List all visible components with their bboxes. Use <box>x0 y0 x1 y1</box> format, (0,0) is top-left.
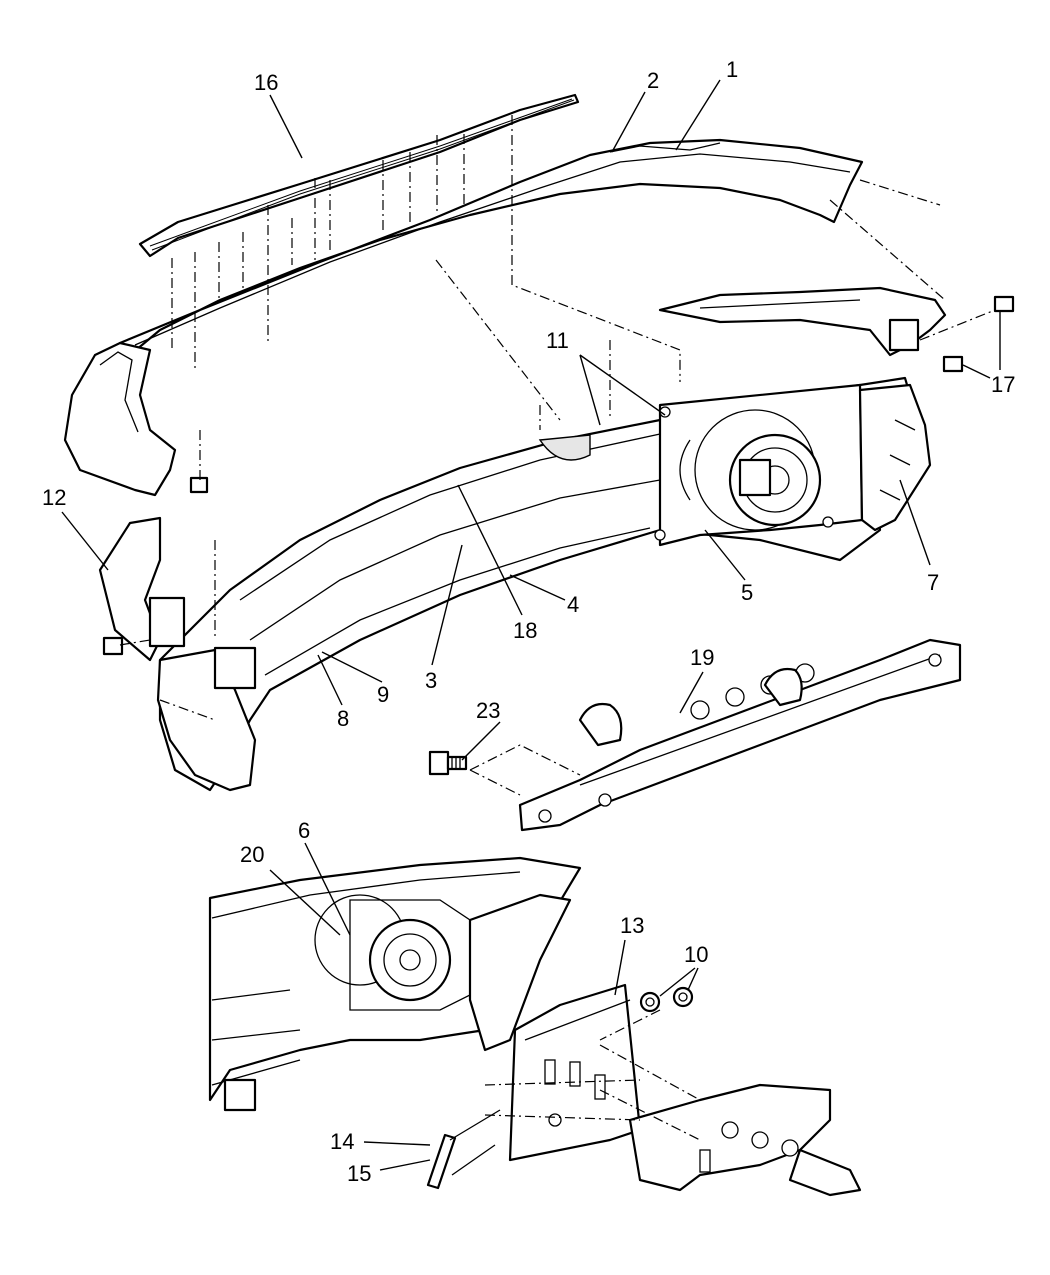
leader-20 <box>269 869 341 936</box>
callout-4: 4 <box>567 592 579 617</box>
leader-2 <box>611 91 646 153</box>
callout-9: 9 <box>377 682 389 707</box>
callout-5: 5 <box>741 580 753 605</box>
callout-23: 23 <box>476 698 500 723</box>
callout-10: 10 <box>684 942 708 967</box>
leader-10b <box>687 967 699 991</box>
callout-19: 19 <box>690 645 714 670</box>
callout-6: 6 <box>298 818 310 843</box>
leader-3 <box>431 544 463 666</box>
part-23-bolt <box>428 750 468 776</box>
callout-12: 12 <box>42 485 66 510</box>
callout-1: 1 <box>726 57 738 82</box>
callout-7: 7 <box>927 570 939 595</box>
leader-11a <box>579 354 601 426</box>
detail-view-fog-lamp <box>208 856 582 1112</box>
bumper-left-valance <box>156 646 257 792</box>
leader-11b <box>579 354 666 416</box>
fascia-right-support-bracket <box>658 286 947 357</box>
callout-8: 8 <box>337 706 349 731</box>
callout-2: 2 <box>647 68 659 93</box>
callout-16: 16 <box>254 70 278 95</box>
leader-12 <box>61 511 109 571</box>
leader-9 <box>321 651 383 683</box>
part-19-support-bar <box>518 638 962 832</box>
leader-15 <box>379 1159 431 1171</box>
leader-lines <box>61 79 1001 1171</box>
callout-20: 20 <box>240 842 264 867</box>
leader-7 <box>899 479 931 566</box>
part-17-bolts <box>942 295 1015 373</box>
callout-13: 13 <box>620 913 644 938</box>
leader-19 <box>679 671 704 714</box>
leader-18 <box>457 484 523 616</box>
part-13-mounting-plate <box>508 983 642 1162</box>
leader-14 <box>363 1141 431 1146</box>
callout-11: 11 <box>546 328 569 353</box>
leader-10a <box>659 967 696 997</box>
part-12-left-bracket <box>98 516 186 662</box>
part-2-upper-fascia <box>118 138 864 357</box>
leader-8 <box>317 654 343 706</box>
fascia-left-end-cap <box>63 341 177 497</box>
left-side-bolts <box>102 476 209 656</box>
leader-1 <box>675 79 721 151</box>
leader-23 <box>461 721 501 761</box>
callout-17: 17 <box>991 372 1015 397</box>
callout-14: 14 <box>330 1129 354 1154</box>
part-16-trim-strip <box>138 93 580 258</box>
callout-15: 15 <box>347 1161 371 1186</box>
callout-18: 18 <box>513 618 537 643</box>
part-5-fog-lamp-housing <box>654 383 864 547</box>
alignment-lines <box>119 115 996 1141</box>
part-7-right-bracket <box>858 383 932 532</box>
callout-labels: 1 2 3 4 5 6 7 8 9 10 11 12 13 14 15 16 1… <box>42 57 1015 1186</box>
leader-17b <box>962 364 991 379</box>
leader-13 <box>614 939 626 996</box>
leader-6 <box>304 842 351 936</box>
leader-4 <box>509 574 566 601</box>
detail-frame-section <box>628 1083 862 1197</box>
leader-16 <box>269 94 303 159</box>
part-14-15-studs <box>426 1109 501 1190</box>
part-10-nuts <box>639 986 694 1013</box>
callout-3: 3 <box>425 668 437 693</box>
leader-5 <box>704 529 746 581</box>
